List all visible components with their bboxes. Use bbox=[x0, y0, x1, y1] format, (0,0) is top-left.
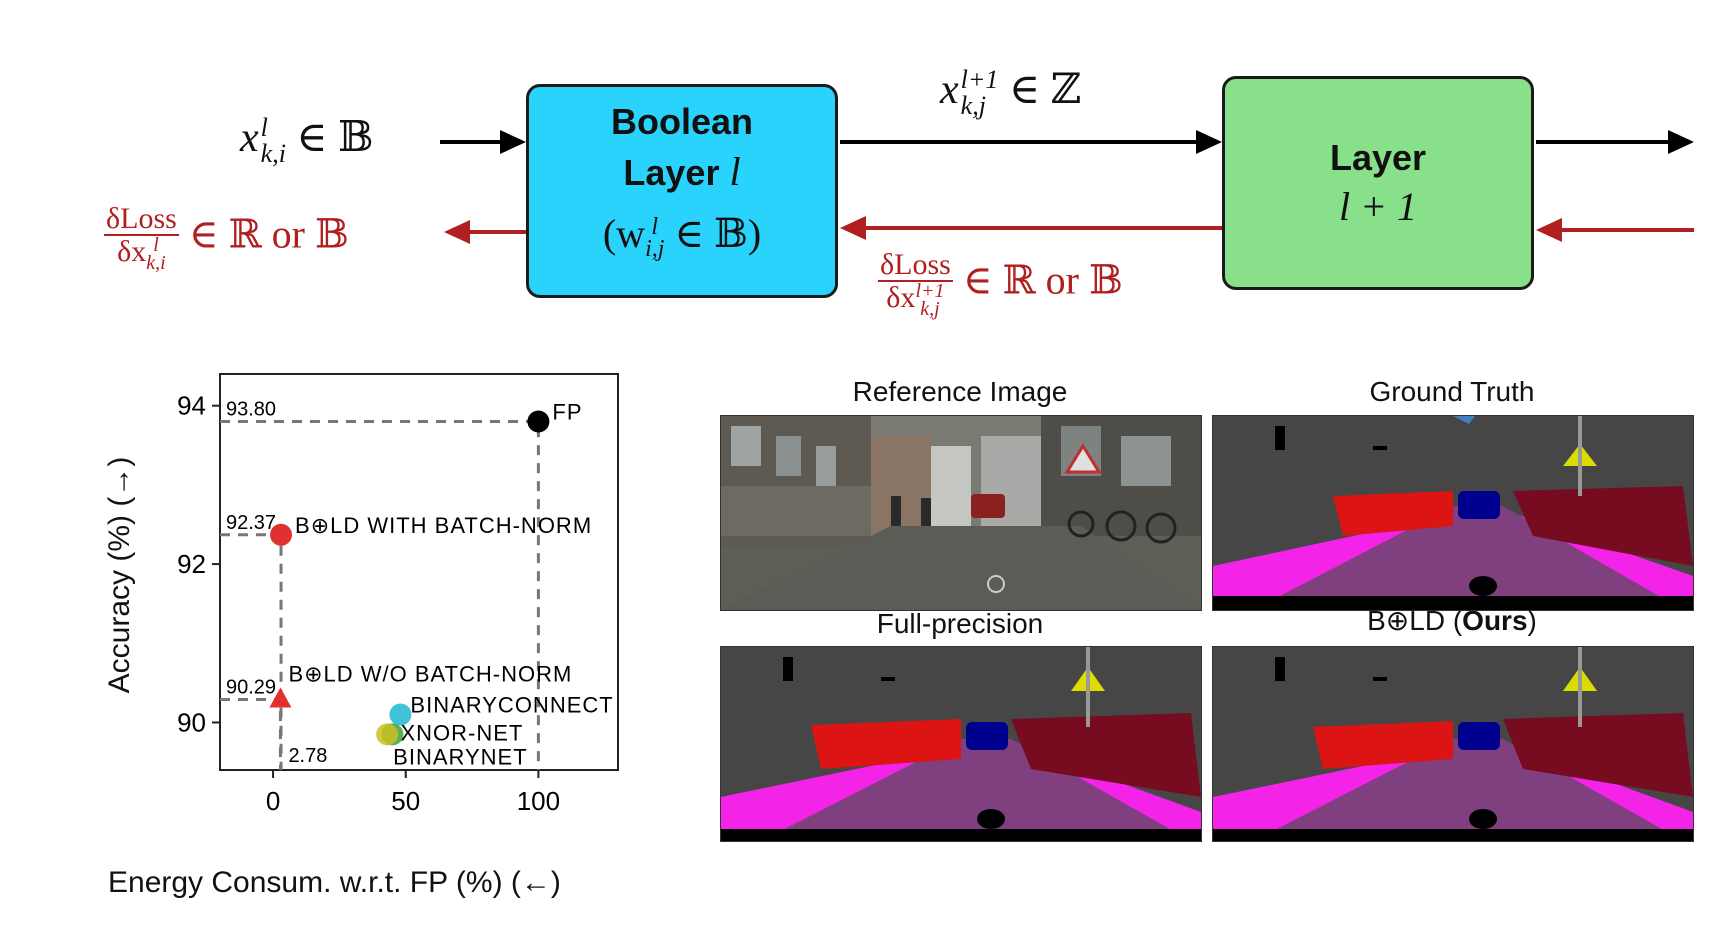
backward-arrow-output bbox=[1536, 218, 1694, 242]
full-precision-title: Full-precision bbox=[876, 608, 1044, 639]
next-layer-title: Layer bbox=[1329, 137, 1427, 178]
x-tick-label: 100 bbox=[517, 786, 560, 816]
fp-point-label: FP bbox=[552, 400, 582, 425]
point-marker bbox=[527, 410, 550, 433]
ours-segmentation bbox=[1212, 646, 1694, 842]
point-marker bbox=[376, 723, 399, 746]
forward-arrow-mid bbox=[840, 130, 1222, 154]
y-tick-label: 92 bbox=[177, 549, 206, 579]
bold-energy-label: 2.78 bbox=[288, 745, 327, 767]
diagram-arrows bbox=[440, 130, 1694, 244]
bold-nobn-point-label: B⊕LD W/O BATCH-NORM bbox=[288, 662, 572, 687]
boolean-layer-title-line1: Boolean bbox=[610, 101, 753, 142]
reference-image-title: Reference Image bbox=[852, 376, 1068, 407]
fp-reference-line bbox=[220, 420, 540, 770]
reference-image bbox=[720, 415, 1202, 611]
next-layer-block: Layer l + 1 bbox=[1222, 76, 1534, 290]
ground-truth-segmentation bbox=[1212, 415, 1694, 611]
full-precision-segmentation bbox=[720, 646, 1202, 842]
point-marker bbox=[269, 687, 292, 708]
x-tick-label: 50 bbox=[391, 786, 420, 816]
fp-acc-label: 93.80 bbox=[226, 399, 276, 421]
plot-frame bbox=[219, 373, 619, 771]
chart-x-axis-label: Energy Consum. w.r.t. FP (%) (←) bbox=[108, 866, 561, 899]
forward-arrow-input bbox=[440, 130, 526, 154]
y-tick-label: 94 bbox=[177, 391, 206, 421]
backward-arrow-mid bbox=[840, 216, 1222, 240]
x-tick-label: 0 bbox=[266, 786, 280, 816]
xnor-net-point-label: XNOR-NET bbox=[400, 720, 523, 745]
ground-truth-title: Ground Truth bbox=[1369, 376, 1535, 407]
y-tick-label: 90 bbox=[177, 707, 206, 737]
bold-bn-point-label: B⊕LD WITH BATCH-NORM bbox=[295, 513, 592, 538]
bold-nobn-acc-label: 90.29 bbox=[226, 677, 276, 699]
binaryconnect-point-label: BINARYCONNECT bbox=[410, 693, 613, 718]
bold-bn-reference-line bbox=[220, 533, 283, 770]
binarynet-point-label: BINARYNET bbox=[393, 744, 528, 769]
bold-nobn-reference-line bbox=[220, 698, 282, 770]
scatter-plot: 0 50 100 90 92 94 93.80 92.37 90.29 2.78 FP B⊕LD WI… bbox=[177, 373, 619, 816]
backward-arrow-input bbox=[444, 220, 530, 244]
point-marker bbox=[270, 523, 293, 546]
boolean-layer-title-line2: Layer l bbox=[623, 149, 741, 194]
next-layer-index: l + 1 bbox=[1338, 184, 1418, 229]
bold-bn-acc-label: 92.37 bbox=[226, 512, 276, 534]
chart-y-axis-label: Accuracy (%) (→) bbox=[103, 456, 136, 694]
forward-arrow-output bbox=[1536, 130, 1694, 154]
point-marker bbox=[389, 703, 412, 726]
